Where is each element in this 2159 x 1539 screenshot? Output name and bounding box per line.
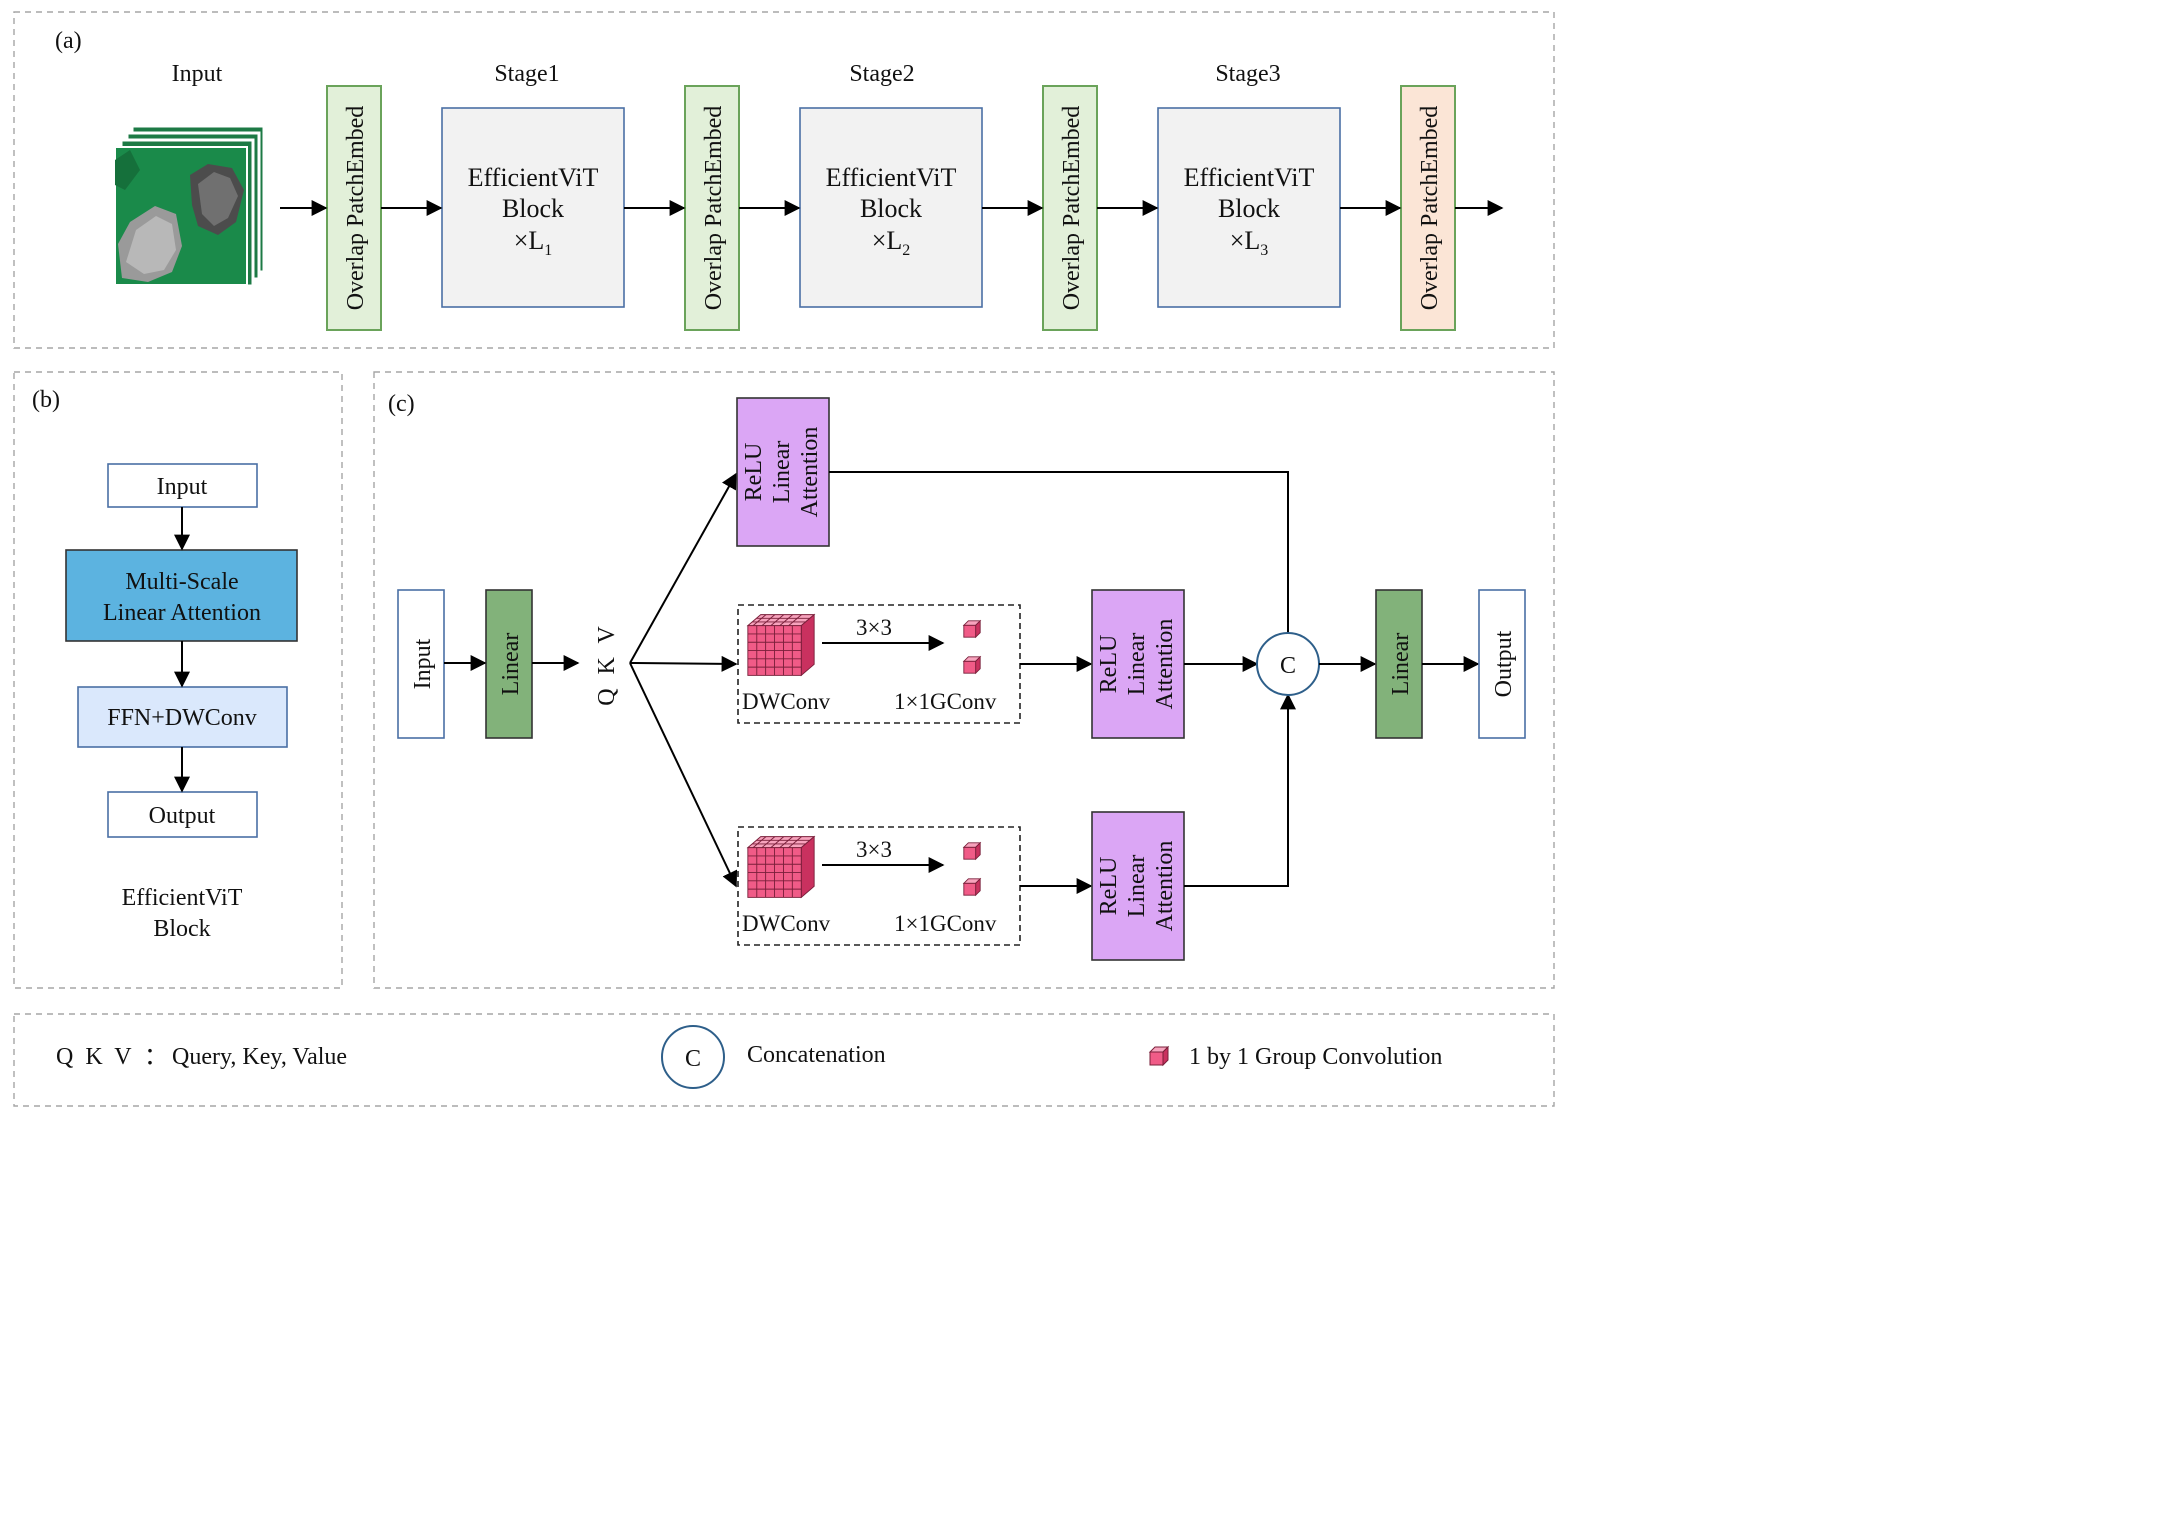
- c-linear-out-label: Linear: [1388, 633, 1414, 696]
- legend-concat: C Concatenation: [661, 1025, 886, 1089]
- pink-cube-icon: [963, 842, 981, 860]
- c-conv-group-bottom: 3×3 DWConv 1×1GConv: [737, 826, 1021, 946]
- dwconv-grid-icon: [747, 836, 815, 898]
- c-conv-kernel-bottom: 3×3: [856, 837, 892, 862]
- panel-a-frame: [13, 11, 1555, 349]
- c-relu-bottom-box: ReLU Linear Attention: [1091, 811, 1185, 961]
- c-qkv-label: Q K V: [594, 622, 620, 706]
- patch-embed-1: Overlap PatchEmbed: [326, 85, 382, 331]
- legend-concat-symbol: C: [685, 1046, 701, 1072]
- b-output-label: Output: [149, 803, 216, 829]
- stage-2-line1: EfficientViT: [826, 163, 957, 192]
- pink-cube-icon: [963, 656, 981, 674]
- c-arrow-branch-mid: [629, 655, 738, 672]
- stage-1-repeat: ×L1: [514, 226, 553, 259]
- diagram-svg: (a) Input Overlap PatchEmbed Overlap Pat…: [13, 11, 1555, 1107]
- legend-qkv-value: Query, Key, Value: [172, 1044, 347, 1070]
- c-relu-top-line2: Linear: [769, 441, 795, 504]
- b-caption-line2: Block: [153, 916, 210, 942]
- c-relu-mid-line2: Linear: [1124, 633, 1150, 696]
- c-arrow-bottom-to-concat: [1184, 693, 1296, 887]
- patch-embed-1-label: Overlap PatchEmbed: [343, 106, 369, 311]
- patch-embed-2-label: Overlap PatchEmbed: [701, 106, 727, 311]
- panel-c-frame: [373, 371, 1555, 989]
- c-output-box: Output: [1478, 589, 1526, 739]
- pink-cube-icon: [963, 878, 981, 896]
- stage-1-line2: Block: [502, 194, 564, 223]
- stage-1-line1: EfficientViT: [468, 163, 599, 192]
- stage-2-title: Stage2: [849, 61, 914, 87]
- legend-qkv-colon: ：: [144, 1044, 168, 1070]
- panel-a-label: (a): [55, 28, 82, 54]
- c-relu-top-line1: ReLU: [741, 443, 767, 502]
- stage-2-line2: Block: [860, 194, 922, 223]
- c-input-box: Input: [397, 589, 445, 739]
- c-arrow-branch-bottom: [629, 662, 738, 888]
- patch-embed-2: Overlap PatchEmbed: [684, 85, 740, 331]
- c-arrow-top-to-concat: [829, 471, 1296, 651]
- dwconv-grid-icon: [747, 614, 815, 676]
- c-input-label: Input: [410, 638, 436, 689]
- stage-1: Stage1 EfficientViT Block ×L1: [441, 61, 625, 308]
- c-relu-mid-line1: ReLU: [1096, 635, 1122, 694]
- c-linear-out-box: Linear: [1375, 589, 1423, 739]
- stage-3-line1: EfficientViT: [1184, 163, 1315, 192]
- legend-qkv-key: Q K V: [56, 1044, 135, 1070]
- b-msla-box: Multi-Scale Linear Attention: [65, 549, 298, 642]
- c-output-label: Output: [1491, 630, 1517, 697]
- patch-embed-3-label: Overlap PatchEmbed: [1059, 106, 1085, 311]
- patch-embed-3: Overlap PatchEmbed: [1042, 85, 1098, 331]
- b-ffn-box: FFN+DWConv: [77, 686, 288, 748]
- b-msla-line1: Multi-Scale: [125, 569, 238, 595]
- c-relu-top-box: ReLU Linear Attention: [736, 397, 830, 547]
- c-conv-kernel-mid: 3×3: [856, 615, 892, 640]
- stage-3-title: Stage3: [1215, 61, 1280, 87]
- c-gconv-label-mid: 1×1GConv: [894, 689, 997, 714]
- patch-embed-4: Overlap PatchEmbed: [1400, 85, 1456, 331]
- c-relu-mid-box: ReLU Linear Attention: [1091, 589, 1185, 739]
- c-relu-top-line3: Attention: [797, 427, 823, 518]
- b-ffn-label: FFN+DWConv: [107, 705, 257, 731]
- stage-2-repeat: ×L2: [872, 226, 911, 259]
- legend-concat-label: Concatenation: [747, 1042, 886, 1068]
- input-title: Input: [172, 61, 223, 87]
- c-arrow-branch-top: [629, 472, 737, 664]
- c-concat-node: C: [1256, 632, 1320, 696]
- c-concat-symbol: C: [1280, 653, 1296, 679]
- stage-3-line2: Block: [1218, 194, 1280, 223]
- pink-cube-icon: [1149, 1046, 1169, 1066]
- b-msla-line2: Linear Attention: [103, 600, 261, 626]
- panel-b-label: (b): [32, 387, 60, 413]
- c-conv-group-mid: 3×3 DWConv 1×1GConv: [737, 604, 1021, 724]
- legend-gconv-label: 1 by 1 Group Convolution: [1189, 1044, 1442, 1070]
- panel-c-label: (c): [388, 391, 415, 417]
- c-dwconv-label-bottom: DWConv: [742, 911, 831, 936]
- stage-3-repeat: ×L3: [1230, 226, 1269, 259]
- stage-1-title: Stage1: [494, 61, 559, 87]
- c-relu-bottom-line2: Linear: [1124, 855, 1150, 918]
- b-input-label: Input: [157, 474, 208, 500]
- patch-embed-4-label: Overlap PatchEmbed: [1417, 106, 1443, 311]
- b-output-box: Output: [107, 791, 258, 838]
- c-dwconv-label-mid: DWConv: [742, 689, 831, 714]
- legend-gconv: 1 by 1 Group Convolution: [1149, 1044, 1442, 1070]
- pink-cube-icon: [963, 620, 981, 638]
- legend-frame: [13, 1013, 1555, 1107]
- c-linear-in-label: Linear: [498, 633, 524, 696]
- c-relu-bottom-line1: ReLU: [1096, 857, 1122, 916]
- b-caption-line1: EfficientViT: [122, 885, 243, 911]
- stage-2: Stage2 EfficientViT Block ×L2: [799, 61, 983, 308]
- c-linear-in-box: Linear: [485, 589, 533, 739]
- c-relu-mid-line3: Attention: [1152, 619, 1178, 710]
- efficientvit-architecture-diagram: (a) Input Overlap PatchEmbed Overlap Pat…: [13, 11, 1555, 1107]
- c-gconv-label-bottom: 1×1GConv: [894, 911, 997, 936]
- stage-3: Stage3 EfficientViT Block ×L3: [1157, 61, 1341, 308]
- b-input-box: Input: [107, 463, 258, 508]
- stacked-ore-image-icon: [114, 124, 266, 288]
- legend-qkv: Q K V ： Query, Key, Value: [56, 1044, 347, 1070]
- c-relu-bottom-line3: Attention: [1152, 841, 1178, 932]
